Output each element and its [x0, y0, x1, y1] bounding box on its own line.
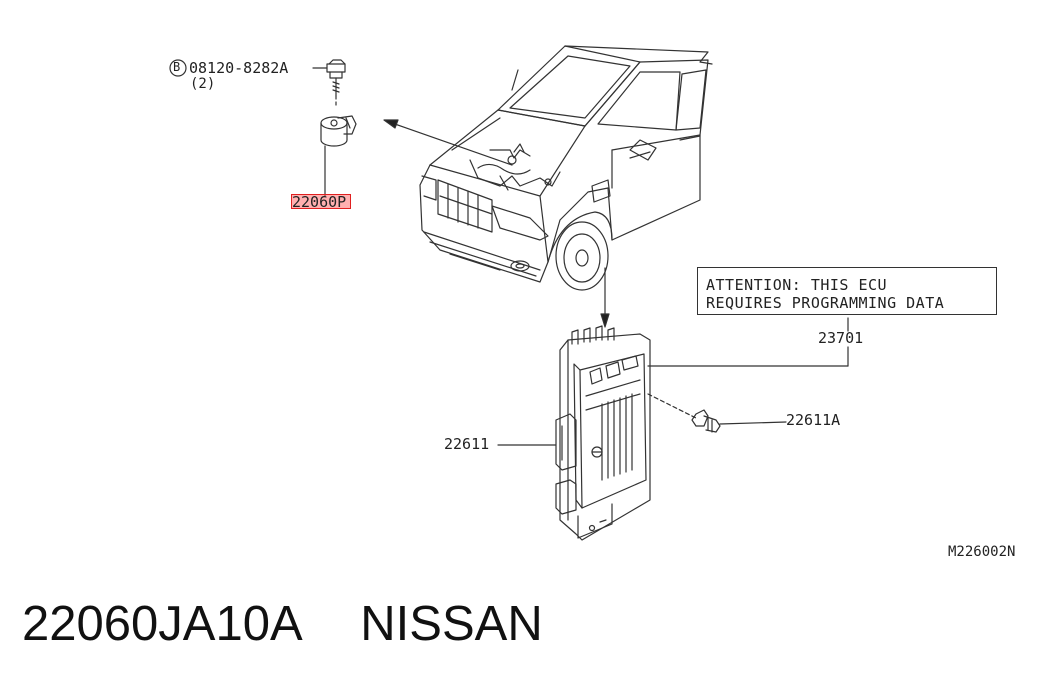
knock-sensor-icon — [320, 115, 357, 197]
programming-note-box: ATTENTION: THIS ECU REQUIRES PROGRAMMING… — [697, 267, 997, 315]
bolt-ref-letter: B — [173, 60, 181, 74]
sensor-part-label: 22060P — [292, 193, 347, 211]
ecu-part-label: 23701 — [818, 329, 864, 347]
footer-part-number: 22060JA10A — [22, 597, 303, 651]
diagram-code-label: M226002N — [948, 544, 1016, 560]
ecu-module-icon — [555, 325, 651, 541]
leader-lines — [497, 317, 849, 446]
footer-brand: NISSAN — [360, 597, 543, 651]
bolt-qty-label: (2) — [190, 76, 216, 92]
bracket-part-label: 22611 — [444, 435, 490, 453]
screw-part-label: 22611A — [786, 411, 841, 429]
note-line-2: REQUIRES PROGRAMMING DATA — [706, 294, 945, 312]
vehicle-illustration — [419, 45, 713, 291]
note-line-1: ATTENTION: THIS ECU — [706, 276, 888, 294]
part-footer: 22060JA10A NISSAN — [22, 600, 543, 649]
bolt-ref-circle — [169, 59, 187, 77]
bolt-part-label: 08120-8282A — [189, 59, 289, 77]
sensor-location-arrow — [383, 119, 513, 166]
sensor-part-highlight — [291, 194, 351, 209]
ecu-location-arrow — [600, 267, 610, 328]
screw-icon — [647, 393, 787, 433]
bolt-icon — [312, 59, 346, 107]
